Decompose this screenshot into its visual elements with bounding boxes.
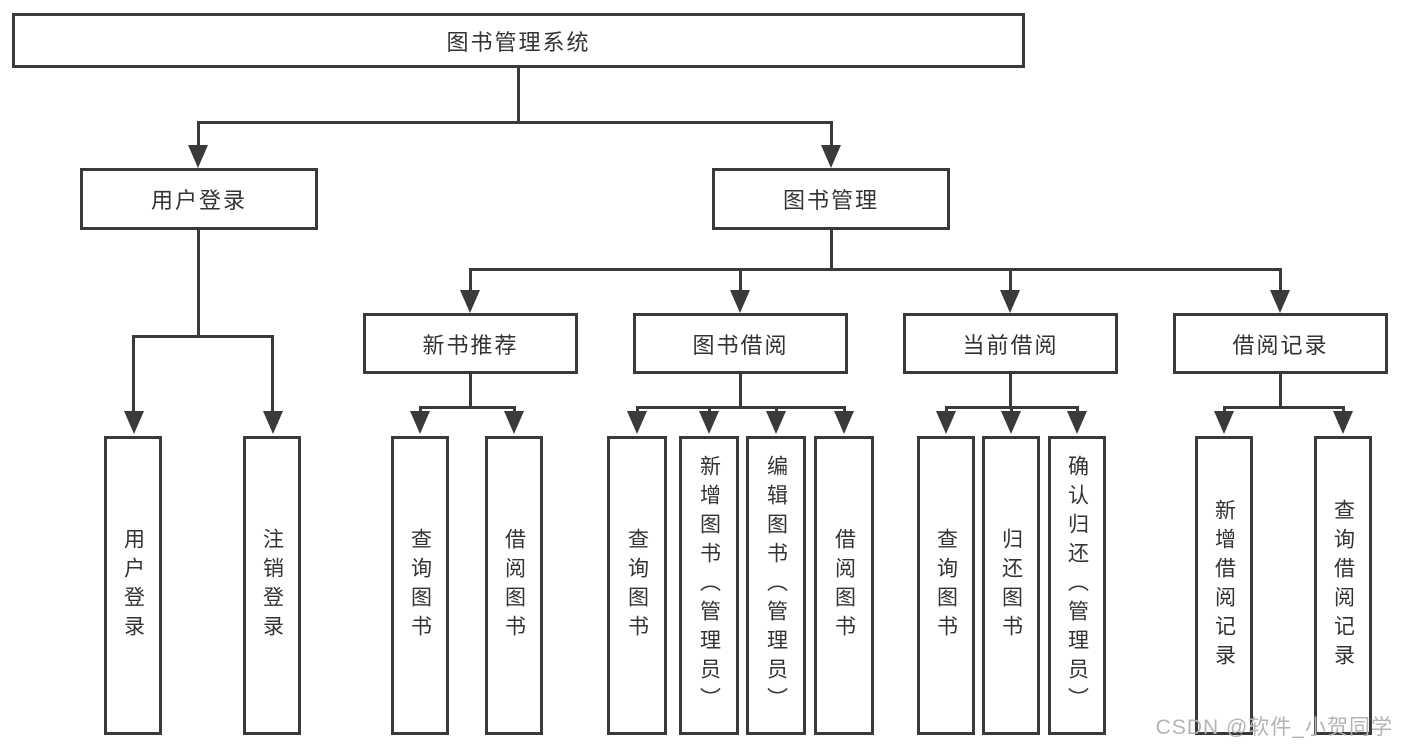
arrow-down-icon [263, 411, 283, 434]
connector-leaf-drop [132, 335, 135, 411]
connector-leaf-drop [271, 335, 274, 411]
node-book-borrow: 图书借阅 [633, 313, 848, 374]
connector-leaf-drop [945, 406, 948, 414]
connector-leaf-drop [636, 406, 639, 414]
node-current-borrow: 当前借阅 [903, 313, 1118, 374]
leaf-add-book-admin: 新增图书（管理员） [679, 436, 739, 735]
leaf-confirm-return-admin-label: 确认归还（管理员） [1065, 455, 1089, 716]
leaf-recommend-query-books-label: 查询图书 [408, 527, 432, 644]
csdn-watermark: CSDN @软件_小贺同学 [1155, 716, 1393, 739]
connector-book-mgmt-stem [830, 230, 833, 270]
connector-leaf-drop [513, 406, 516, 414]
arrow-down-icon [834, 411, 854, 434]
leaf-recommend-borrow-books: 借阅图书 [485, 436, 543, 735]
leaf-current-query-books-label: 查询图书 [934, 527, 958, 644]
node-user-login-label: 用户登录 [150, 188, 247, 213]
connector-level3-rail [469, 268, 1282, 271]
node-root-library-system: 图书管理系统 [12, 13, 1025, 68]
connector-user-login-drop [197, 121, 200, 148]
arrow-down-icon [1214, 411, 1234, 434]
arrow-down-icon [766, 411, 786, 434]
connector-borrow-rail [636, 406, 845, 409]
leaf-borrow-query-books: 查询图书 [607, 436, 667, 735]
leaf-confirm-return-admin: 确认归还（管理员） [1048, 436, 1106, 735]
connector-leaf-drop [1223, 406, 1226, 414]
node-book-borrow-label: 图书借阅 [692, 332, 789, 358]
leaf-query-borrow-record-label: 查询借阅记录 [1331, 498, 1355, 673]
connector-level3-drop [739, 268, 742, 292]
connector-book-mgmt-drop [830, 121, 833, 148]
arrow-down-icon [699, 411, 719, 434]
leaf-logout: 注销登录 [243, 436, 301, 735]
connector-current-stem [1009, 374, 1012, 407]
arrow-down-icon [504, 411, 524, 434]
arrow-down-icon [188, 145, 208, 168]
node-root-label: 图书管理系统 [446, 29, 591, 55]
arrow-down-icon [410, 411, 430, 434]
arrow-down-icon [124, 411, 144, 434]
leaf-edit-book-admin-label: 编辑图书（管理员） [764, 455, 788, 716]
leaf-edit-book-admin: 编辑图书（管理员） [746, 436, 806, 735]
node-book-management: 图书管理 [712, 168, 950, 230]
leaf-borrow-books: 借阅图书 [814, 436, 874, 735]
arrow-down-icon [1333, 411, 1353, 434]
leaf-add-book-admin-label: 新增图书（管理员） [697, 455, 721, 716]
node-book-management-label: 图书管理 [782, 188, 879, 213]
connector-leaf-drop [708, 406, 711, 414]
connector-record-rail [1223, 406, 1345, 409]
leaf-return-books-label: 归还图书 [999, 527, 1023, 644]
node-new-book-recommend: 新书推荐 [363, 313, 578, 374]
arrow-down-icon [1001, 411, 1021, 434]
connector-recommend-rail [419, 406, 516, 409]
node-borrow-record-label: 借阅记录 [1232, 332, 1329, 358]
arrow-down-icon [1067, 411, 1087, 434]
connector-user-login-rail [132, 335, 274, 338]
arrow-down-icon [1000, 290, 1020, 313]
leaf-return-books: 归还图书 [982, 436, 1040, 735]
leaf-user-login-label: 用户登录 [121, 527, 145, 644]
node-borrow-record: 借阅记录 [1173, 313, 1388, 374]
connector-leaf-drop [1010, 406, 1013, 414]
connector-level3-drop [1279, 268, 1282, 292]
connector-leaf-drop [775, 406, 778, 414]
connector-leaf-drop [1076, 406, 1079, 414]
connector-level3-drop [1009, 268, 1012, 292]
leaf-borrow-query-books-label: 查询图书 [625, 527, 649, 644]
connector-user-login-stem [197, 230, 200, 336]
connector-recommend-stem [469, 374, 472, 407]
connector-leaf-drop [1342, 406, 1345, 414]
leaf-recommend-borrow-books-label: 借阅图书 [502, 527, 526, 644]
arrow-down-icon [730, 290, 750, 313]
leaf-user-login: 用户登录 [104, 436, 162, 735]
arrow-down-icon [821, 145, 841, 168]
leaf-borrow-books-label: 借阅图书 [832, 527, 856, 644]
arrow-down-icon [1270, 290, 1290, 313]
connector-borrow-stem [739, 374, 742, 407]
arrow-down-icon [936, 411, 956, 434]
connector-record-stem [1279, 374, 1282, 407]
node-new-book-recommend-label: 新书推荐 [422, 332, 519, 358]
leaf-add-borrow-record: 新增借阅记录 [1195, 436, 1253, 735]
node-user-login: 用户登录 [80, 168, 318, 230]
connector-level3-drop [469, 268, 472, 292]
leaf-add-borrow-record-label: 新增借阅记录 [1212, 498, 1236, 673]
connector-level2-rail [197, 121, 833, 124]
connector-leaf-drop [843, 406, 846, 414]
connector-root-stem [517, 68, 520, 121]
leaf-recommend-query-books: 查询图书 [391, 436, 449, 735]
arrow-down-icon [627, 411, 647, 434]
arrow-down-icon [460, 290, 480, 313]
node-current-borrow-label: 当前借阅 [962, 332, 1059, 358]
leaf-query-borrow-record: 查询借阅记录 [1314, 436, 1372, 735]
leaf-logout-label: 注销登录 [260, 527, 284, 644]
connector-leaf-drop [419, 406, 422, 414]
leaf-current-query-books: 查询图书 [917, 436, 975, 735]
